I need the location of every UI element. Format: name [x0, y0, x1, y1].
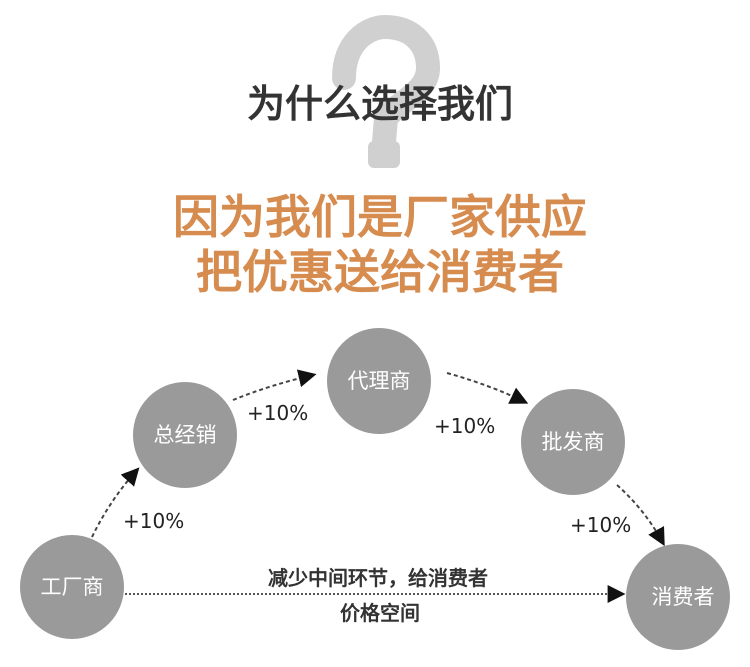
arrow-factory-to-distributor: [91, 467, 140, 538]
direct-note-line-2: 价格空间: [340, 601, 420, 625]
node-label: 消费者: [652, 585, 715, 609]
arrow-agent-to-wholesaler: [446, 372, 529, 404]
node-label: 代理商: [348, 369, 411, 393]
question-mark-icon: [332, 14, 441, 168]
node-consumer: 消费者: [626, 544, 730, 650]
markup-label: +10%: [570, 513, 631, 537]
page-title: 为什么选择我们: [247, 82, 513, 126]
slogan-line-2: 把优惠送给消费者: [196, 245, 564, 299]
node-label: 总经销: [154, 423, 217, 447]
node-label: 工厂商: [41, 575, 104, 599]
arrow-wholesaler-to-consumer: [616, 484, 665, 547]
slogan-line-1: 因为我们是厂家供应: [173, 190, 587, 244]
node-general-distributor: 总经销: [133, 382, 237, 488]
node-factory: 工厂商: [20, 535, 124, 639]
node-label: 批发商: [542, 430, 605, 454]
markup-label: +10%: [247, 401, 308, 425]
direct-note-line-1: 减少中间环节，给消费者: [268, 566, 488, 590]
markup-label: +10%: [434, 414, 495, 438]
node-wholesaler: 批发商: [521, 389, 625, 495]
markup-label: +10%: [123, 509, 184, 533]
node-agent: 代理商: [327, 328, 431, 434]
arrow-distributor-to-agent: [232, 369, 317, 401]
